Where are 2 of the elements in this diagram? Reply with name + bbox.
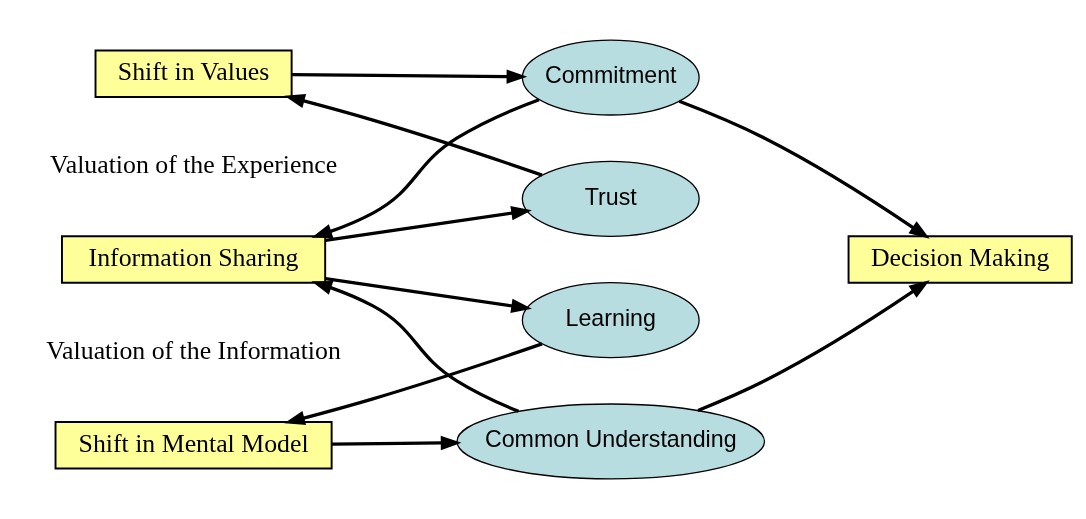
label: Valuation of the Experience: [49, 150, 338, 180]
label: Valuation of the Information: [46, 335, 341, 365]
